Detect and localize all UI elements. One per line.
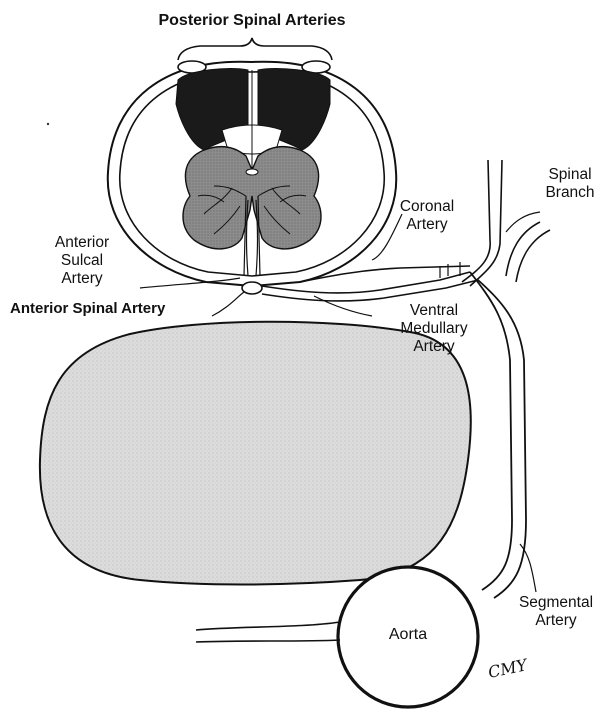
spinal-branch-vessels: [462, 160, 502, 286]
label-ventral-medullary-artery-line2: Medullary: [374, 320, 494, 338]
label-coronal-artery-line1: Coronal: [394, 198, 460, 216]
label-spinal-branch-line2: Branch: [533, 184, 607, 202]
leader-segmental: [520, 544, 536, 592]
anterior-spinal-artery-vessel: [242, 282, 262, 294]
label-coronal-artery-line2: Artery: [394, 216, 460, 234]
label-aorta-text: Aorta: [389, 626, 427, 643]
vertebral-body: [40, 322, 471, 585]
label-anterior-sulcal-artery: Anterior Sulcal Artery: [36, 234, 128, 288]
label-anterior-sulcal-artery-line2: Sulcal: [36, 252, 128, 270]
posterior-bracket: [178, 38, 332, 60]
spinal-branch-curves: [506, 222, 550, 282]
label-anterior-sulcal-artery-line3: Artery: [36, 270, 128, 288]
label-segmental-artery-line2: Artery: [504, 612, 608, 630]
central-canal: [246, 169, 258, 175]
leader-ventral-medullary: [314, 296, 372, 316]
label-anterior-spinal-artery-text: Anterior Spinal Artery: [10, 300, 165, 317]
label-anterior-sulcal-artery-line1: Anterior: [36, 234, 128, 252]
leader-spinal-branch: [506, 212, 540, 232]
intercostal-artery: [196, 622, 340, 642]
label-posterior-spinal-arteries-text: Posterior Spinal Arteries: [158, 12, 345, 29]
label-segmental-artery-line1: Segmental: [504, 594, 608, 612]
leader-anterior-spinal: [212, 292, 244, 316]
label-spinal-branch: Spinal Branch: [533, 166, 607, 202]
label-spinal-branch-line1: Spinal: [533, 166, 607, 184]
stray-dot: [47, 123, 49, 125]
label-segmental-artery: Segmental Artery: [504, 594, 608, 630]
label-coronal-artery: Coronal Artery: [394, 198, 460, 234]
label-ventral-medullary-artery-line1: Ventral: [374, 302, 494, 320]
label-ventral-medullary-artery: Ventral Medullary Artery: [374, 302, 494, 356]
label-posterior-spinal-arteries: Posterior Spinal Arteries: [140, 12, 364, 30]
label-aorta: Aorta: [372, 626, 444, 644]
label-anterior-spinal-artery: Anterior Spinal Artery: [10, 300, 210, 318]
label-ventral-medullary-artery-line3: Artery: [374, 338, 494, 356]
